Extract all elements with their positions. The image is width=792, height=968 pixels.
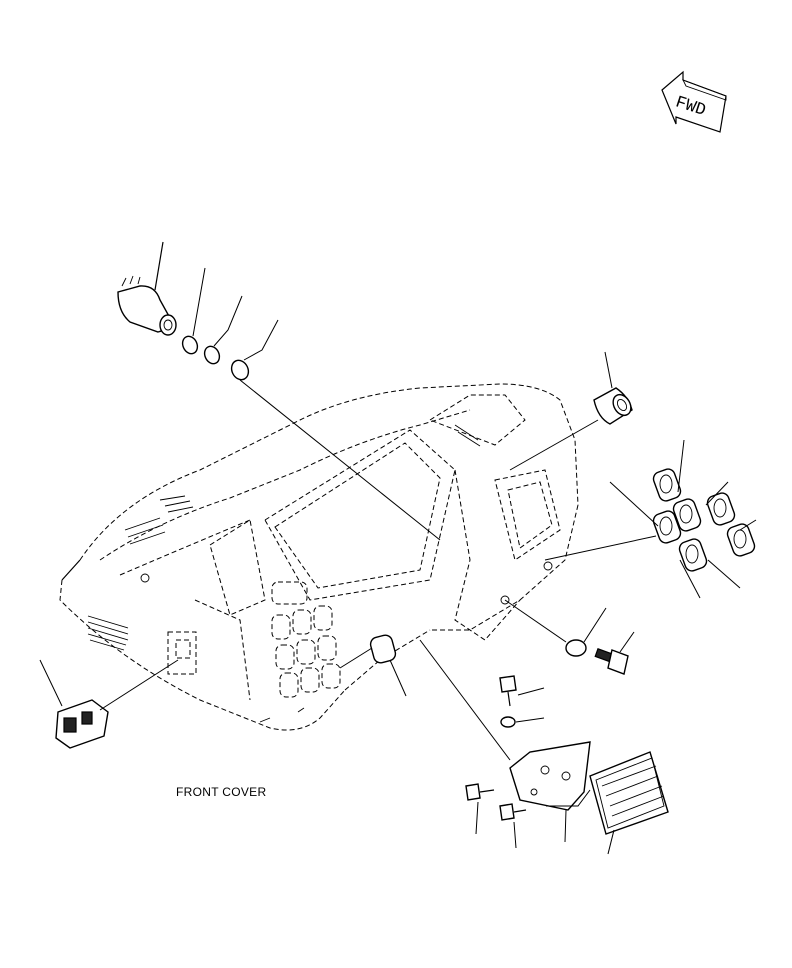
switch-f [678,538,708,572]
key-part [594,631,635,675]
front-cover-body [59,383,579,731]
key-switch-part [117,241,177,336]
switch-d [706,492,736,526]
switch-a [652,468,682,502]
switch-cluster-parts [544,439,757,599]
fwd-label: FWD [673,93,708,121]
bolt-parts [465,675,545,849]
bracket-part [419,639,591,843]
o-ring-parts [181,267,279,381]
switch-panel-slots [271,581,341,698]
cap-part [504,599,607,657]
grille-top [124,495,194,545]
upper-right-switch-part [509,351,633,471]
diagram-caption: FRONT COVER [176,785,267,799]
controller-part [546,751,669,855]
grille-front [87,424,481,651]
switch-b [672,498,702,532]
blank-cap-part [339,634,407,697]
switch-e [726,523,756,557]
left-connector-part [39,659,179,749]
key-switch-assembly-line [239,379,441,541]
fwd-arrow-icon: FWD [661,70,727,133]
switch-c [652,510,682,544]
